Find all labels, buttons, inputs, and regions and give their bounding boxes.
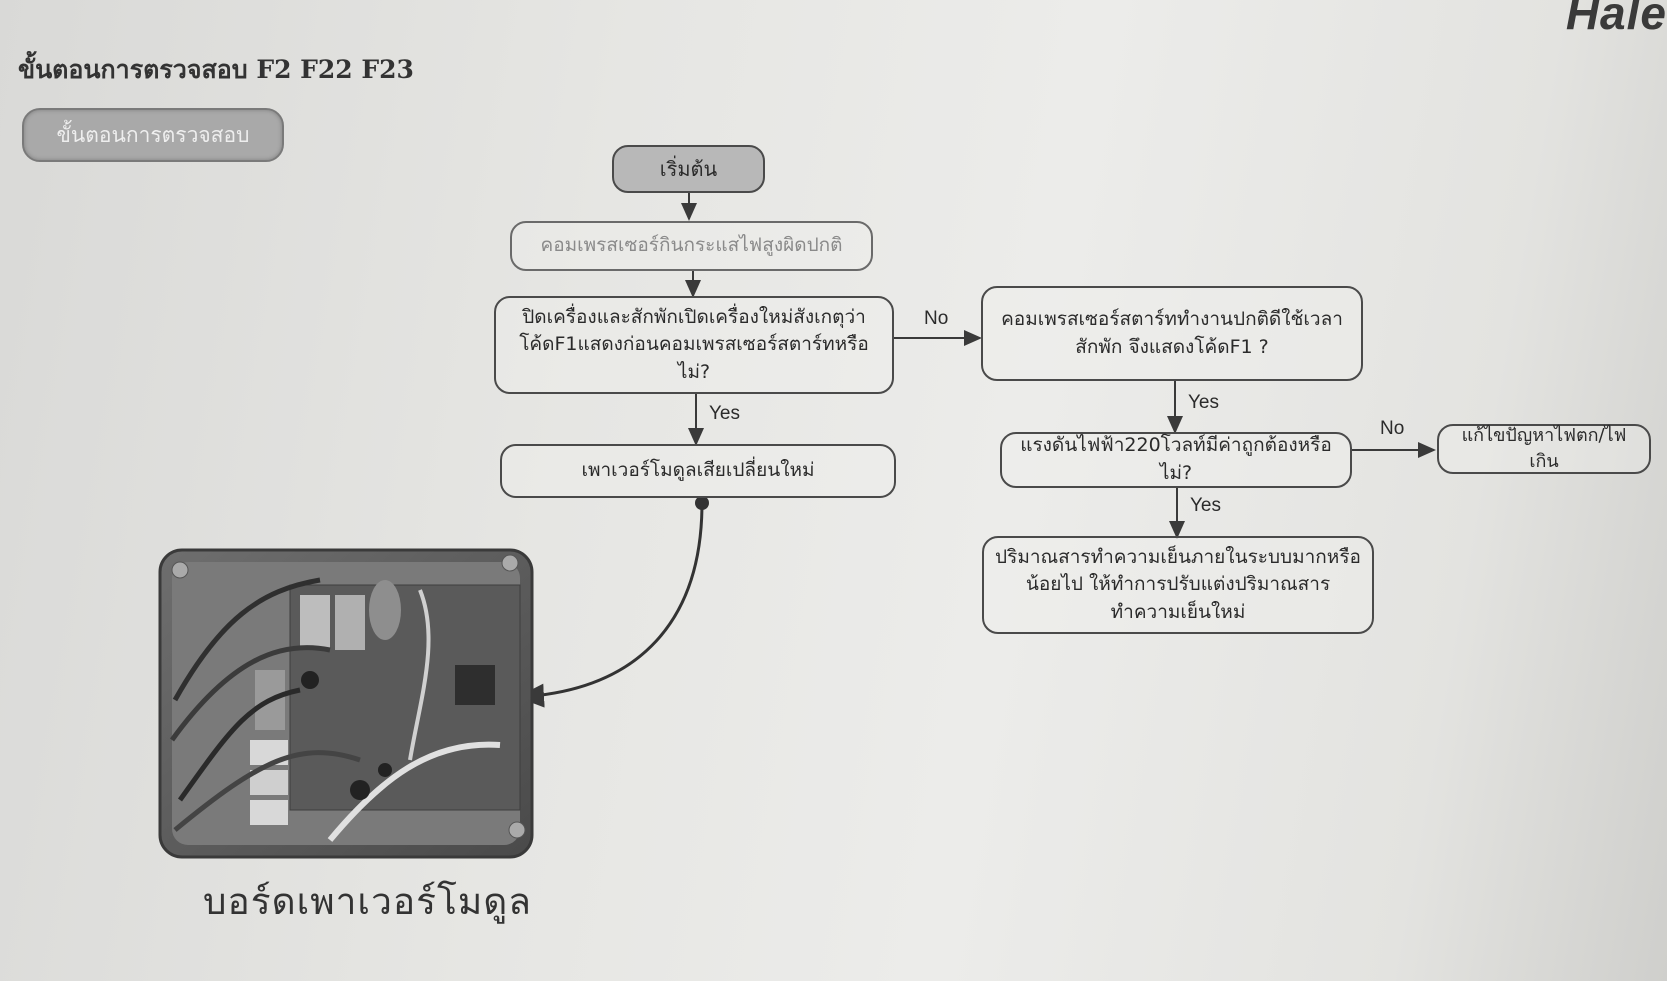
page-title: ขั้นตอนการตรวจสอบ F2 F22 F23 — [18, 55, 414, 84]
overcurrent-step-node: คอมเพรสเซอร์กินกระแสไฟสูงผิดปกติ — [510, 221, 873, 271]
question-f1-decision: ปิดเครื่องและสักพักเปิดเครื่องใหม่สังเกต… — [494, 296, 894, 394]
no-label-voltage: No — [1380, 418, 1405, 439]
no-label-question: No — [924, 308, 949, 329]
replace-power-module-node: เพาเวอร์โมดูลเสียเปลี่ยนใหม่ — [500, 444, 896, 498]
fix-voltage-node: แก้ไขปัญหาไฟตก/ไฟเกิน — [1437, 424, 1651, 474]
board-caption: บอร์ดเพาเวอร์โมดูล — [203, 880, 532, 923]
pointer-curve-to-board — [517, 502, 704, 708]
refrigerant-adjust-node: ปริมาณสารทำความเย็นภายในระบบมากหรือน้อยไ… — [982, 536, 1374, 634]
brand-logo: Hale — [1565, 0, 1667, 39]
power-module-board-photo — [158, 548, 534, 859]
start-node: เริ่มต้น — [612, 145, 765, 193]
yes-label-normal: Yes — [1188, 392, 1219, 413]
compressor-normal-node: คอมเพรสเซอร์สตาร์ททำงานปกติดีใช้เวลาสักพ… — [981, 286, 1363, 381]
voltage-question-decision: แรงดันไฟฟ้า220โวลท์มีค่าถูกต้องหรือไม่? — [1000, 432, 1352, 488]
section-label-pill: ขั้นตอนการตรวจสอบ — [22, 108, 284, 162]
yes-label-voltage: Yes — [1190, 495, 1221, 516]
yes-label-question: Yes — [709, 403, 740, 424]
